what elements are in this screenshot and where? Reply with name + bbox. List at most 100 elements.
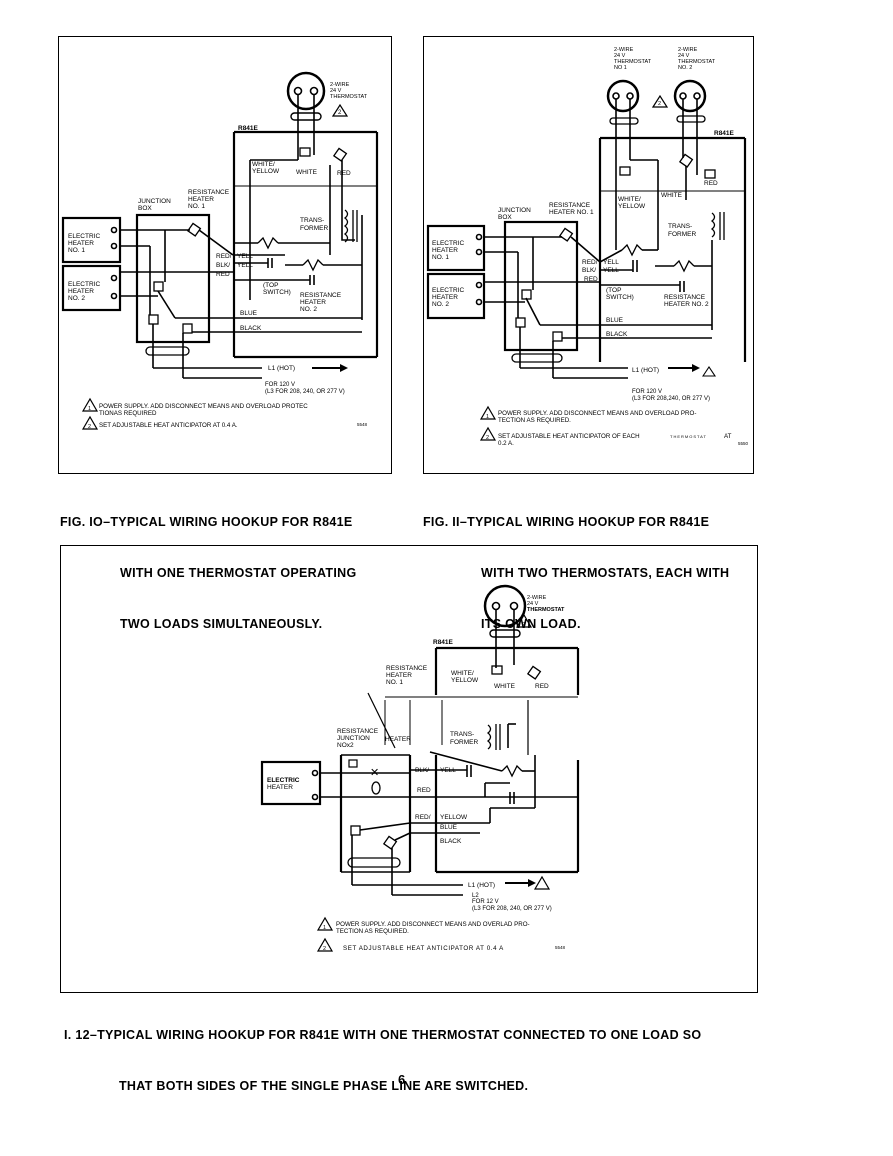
svg-text:RED/: RED/: [415, 814, 431, 821]
svg-text:NO. 2: NO. 2: [68, 295, 85, 302]
fig11-top-switch-2: SWITCH): [606, 294, 634, 301]
fig11-t1-1: 2-WIRE: [614, 47, 634, 53]
fig12-electric-heater-1: ELECTRIC: [267, 777, 300, 784]
svg-text:0.2 A.: 0.2 A.: [498, 440, 514, 447]
svg-text:JUNCTION: JUNCTION: [337, 735, 370, 742]
svg-text:2: 2: [323, 946, 326, 952]
fig11-caption-line1: FIG. II–TYPICAL WIRING HOOKUP FOR R841E: [423, 515, 710, 529]
svg-text:ELECTRIC: ELECTRIC: [267, 777, 300, 784]
fig10-note2-marker: 2: [88, 424, 91, 430]
fig10-blue-label: BLUE: [240, 310, 258, 317]
fig10-wire-yell-1: YELL: [237, 253, 253, 260]
fig12-wire-yellow: YELLOW: [440, 814, 468, 821]
fig12-wy-1: WHITE/: [451, 670, 474, 677]
fig10-l1-label: L1 (HOT): [268, 365, 295, 372]
svg-text:YELL: YELL: [237, 262, 253, 269]
fig10-heater1-3: NO. 1: [68, 247, 85, 254]
svg-text:WHITE: WHITE: [661, 192, 683, 199]
fig10-heater1-2: HEATER: [68, 240, 94, 247]
svg-text:YELLOW: YELLOW: [252, 168, 280, 175]
fig10-l2-1: FOR 120 V: [265, 382, 295, 388]
fig10-note2: SET ADJUSTABLE HEAT ANTICIPATOR AT 0.4 A…: [99, 422, 238, 429]
fig11-white-label: WHITE: [661, 192, 683, 199]
svg-text:POWER SUPPLY. ADD DISCONNECT M: POWER SUPPLY. ADD DISCONNECT MEANS AND O…: [336, 921, 530, 928]
svg-text:R841E: R841E: [433, 639, 454, 646]
svg-text:2: 2: [88, 424, 91, 430]
fig11-note2-4: 0.2 A.: [498, 440, 514, 447]
svg-text:SET ADJUSTABLE HEAT ANTICIP: SET ADJUSTABLE HEAT ANTICIPATOR AT 0.4 A: [343, 945, 504, 952]
fig11-wy-2: YELLOW: [618, 203, 646, 210]
svg-text:HEATER: HEATER: [188, 196, 214, 203]
fig10-note1-1: POWER SUPPLY. ADD DISCONNECT MEANS AND O…: [99, 403, 308, 410]
svg-text:RESISTANCE: RESISTANCE: [549, 202, 591, 209]
fig12-caption: I. 12–TYPICAL WIRING HOOKUP FOR R841E WI…: [64, 993, 701, 1112]
svg-text:YELL: YELL: [603, 267, 619, 274]
svg-text:BOX: BOX: [138, 205, 152, 212]
fig11-wy-1: WHITE/: [618, 196, 641, 203]
svg-text:HEATER: HEATER: [432, 247, 458, 254]
fig12-note-marker-2: 2: [522, 622, 525, 628]
svg-text:(TOP: (TOP: [606, 287, 621, 294]
svg-text:NO 1: NO 1: [614, 65, 627, 71]
fig10-rh1-2: HEATER: [188, 196, 214, 203]
fig11-l1-label: L1 (HOT): [632, 367, 659, 374]
svg-text:SWITCH): SWITCH): [606, 294, 634, 301]
fig12-wire-blk-yell: BLK/: [415, 767, 429, 774]
fig11-transformer-1: TRANS-: [668, 223, 692, 230]
fig12-rh1-2: HEATER: [386, 672, 412, 679]
fig11-wire-yell-2: YELL: [603, 267, 619, 274]
svg-text:ELECTRIC: ELECTRIC: [432, 287, 464, 294]
fig11-top-switch-1: (TOP: [606, 287, 621, 294]
fig11-t1-4: NO 1: [614, 65, 627, 71]
fig10-white-yellow-1: WHITE/: [252, 161, 275, 168]
svg-text:HEATER NO. 1: HEATER NO. 1: [549, 209, 594, 216]
svg-text:FORMER: FORMER: [450, 739, 478, 746]
fig12-wire-red-yellow: RED/: [415, 814, 431, 821]
page-number: 6: [398, 1072, 406, 1087]
fig10-note-marker-2: 2: [338, 110, 342, 116]
fig10-red-label: RED: [337, 170, 351, 177]
svg-text:AT: AT: [724, 433, 732, 440]
fig10-thermostat-line1: 2-WIRE: [330, 82, 350, 88]
fig11-note2-3: AT: [724, 433, 732, 440]
svg-text:L1 (HOT): L1 (HOT): [268, 365, 295, 372]
fig10-caption-line1: FIG. IO–TYPICAL WIRING HOOKUP FOR R841E: [60, 515, 353, 529]
svg-text:NO. 2: NO. 2: [432, 301, 449, 308]
svg-text:2-WIRE: 2-WIRE: [527, 595, 547, 601]
svg-text:L1 (HOT): L1 (HOT): [468, 882, 495, 889]
fig11-note1-1: POWER SUPPLY. ADD DISCONNECT MEANS AND O…: [498, 410, 696, 417]
fig12-rh2-1: RESISTANCE: [337, 728, 379, 735]
svg-text:2: 2: [522, 622, 525, 628]
fig12-rh1-1: RESISTANCE: [386, 665, 428, 672]
fig10-wire-yell-2: YELL: [237, 262, 253, 269]
fig10-caption-line3: TWO LOADS SIMULTANEOUSLY.: [120, 617, 323, 631]
fig10-relay-label: R841E: [238, 125, 259, 132]
svg-text:1: 1: [88, 406, 91, 412]
fig10-thermostat-line3: THERMOSTAT: [330, 94, 368, 100]
fig11-heater1-2: HEATER: [432, 247, 458, 254]
svg-text:1: 1: [486, 414, 489, 420]
svg-text:RESISTANCE: RESISTANCE: [300, 292, 342, 299]
fig10-transformer-2: FORMER: [300, 225, 328, 232]
svg-text:NO. 2: NO. 2: [300, 306, 317, 313]
fig11-frame: [423, 36, 754, 474]
svg-text:2: 2: [338, 110, 342, 116]
svg-text:L2: L2: [472, 893, 479, 899]
fig11-heater1-1: ELECTRIC: [432, 240, 464, 247]
svg-text:NO. 1: NO. 1: [68, 247, 85, 254]
svg-text:NO. 1: NO. 1: [188, 203, 205, 210]
svg-text:NO. 1: NO. 1: [432, 254, 449, 261]
fig12-wire-red: RED: [417, 787, 431, 794]
fig12-white-label: WHITE: [494, 683, 516, 690]
fig11-note-marker-2: 2: [658, 101, 661, 107]
fig11-note2-2: THERMOSTAT: [670, 434, 707, 439]
svg-text:24 V: 24 V: [330, 88, 342, 94]
svg-text:1: 1: [323, 925, 326, 931]
fig12-note1-marker: 1: [323, 925, 326, 931]
fig10-note1-marker: 1: [88, 406, 91, 412]
fig10-black-label: BLACK: [240, 325, 262, 332]
svg-text:5548: 5548: [357, 422, 368, 427]
svg-text:THERMOSTAT: THERMOSTAT: [527, 607, 565, 613]
svg-text:WHITE/: WHITE/: [252, 161, 275, 168]
fig12-note1-2: TECTION AS REQUIRED.: [336, 928, 409, 935]
